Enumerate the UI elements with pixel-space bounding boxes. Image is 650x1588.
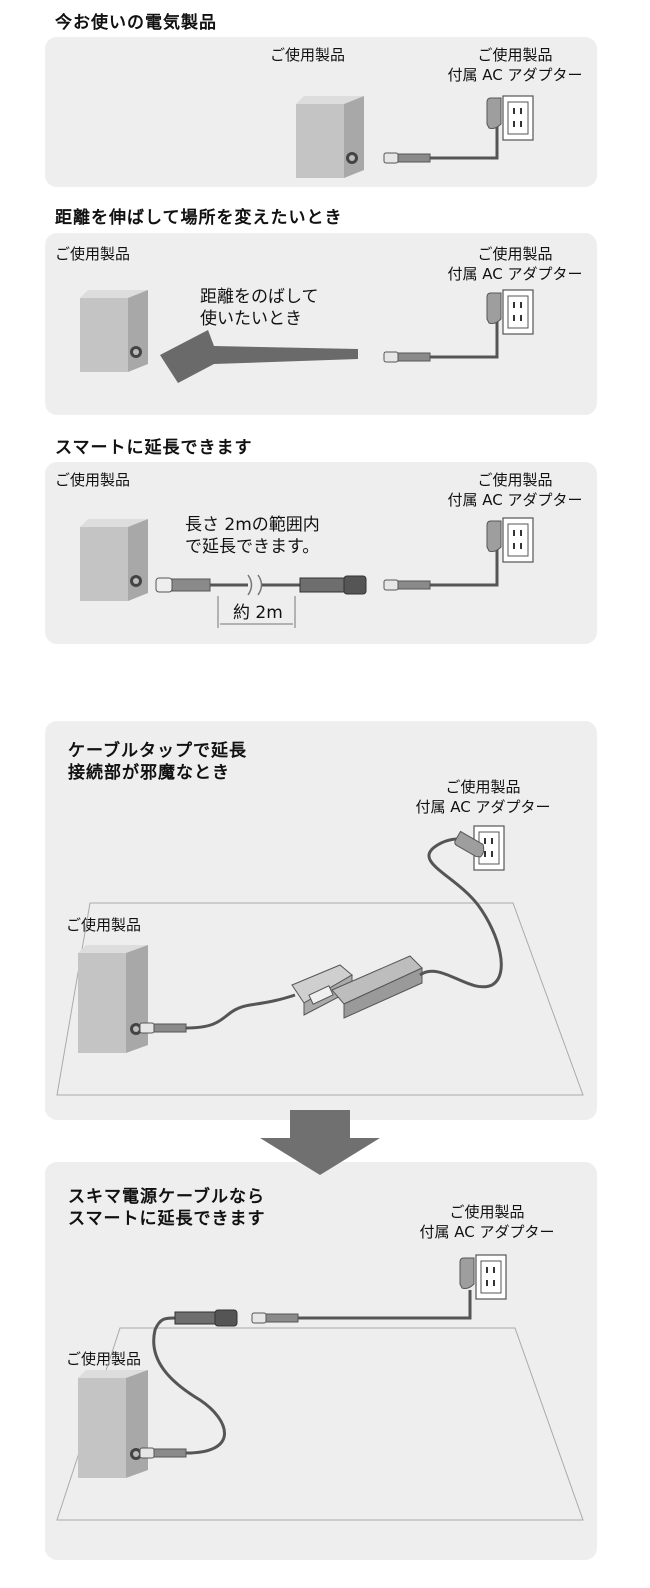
section2-product-label: ご使用製品: [55, 245, 131, 263]
section5-panel: [45, 1162, 597, 1560]
section5-product-box: [78, 1370, 148, 1478]
section5-cable: [152, 1316, 226, 1455]
section4-cable-tap: [291, 955, 423, 1019]
section5-adapter: [459, 1257, 475, 1289]
section1-outlet: [502, 95, 534, 141]
section1-plug: [383, 152, 431, 164]
section2-plug: [383, 351, 431, 363]
section5-heading: スキマ電源ケーブルなら スマートに延長できます: [68, 1187, 266, 1229]
section3-adapter-label: ご使用製品 付属 AC アダプター: [447, 471, 583, 509]
section1-product-label: ご使用製品: [270, 46, 346, 64]
section2-heading: 距離を伸ばして場所を変えたいとき: [55, 208, 343, 228]
section3-product-label: ご使用製品: [55, 471, 131, 489]
section3-adapter: [486, 520, 502, 552]
section4-product-label: ご使用製品: [66, 916, 142, 934]
section5-adapter-plug: [251, 1312, 299, 1324]
section2-cable: [430, 318, 499, 359]
section4-heading: ケーブルタップで延長 接続部が邪魔なとき: [68, 741, 247, 783]
section3-product-box: [80, 519, 148, 601]
section2-adapter: [486, 292, 502, 324]
section4-adapter-cable: [419, 837, 503, 989]
section5-connector: [174, 1309, 238, 1327]
section2-arrow: [160, 330, 358, 383]
section2-note: 距離をのばして 使いたいとき: [200, 287, 319, 329]
section5-plug: [139, 1447, 187, 1459]
section3-heading: スマートに延長できます: [55, 438, 253, 458]
section3-note: 長さ 2mの範囲内 で延長できます。: [185, 515, 320, 557]
section5-product-label: ご使用製品: [66, 1350, 142, 1368]
section5-adapter-label: ご使用製品 付属 AC アダプター: [419, 1203, 555, 1241]
section1-adapter: [486, 97, 502, 129]
section4-floor: [56, 902, 584, 1096]
section3-length-label: 約 2m: [233, 603, 283, 623]
section4-panel: [45, 721, 597, 1120]
section3-plug: [383, 579, 431, 591]
section2-outlet: [502, 289, 534, 335]
section2-adapter-label: ご使用製品 付属 AC アダプター: [447, 245, 583, 283]
section4-adapter-label: ご使用製品 付属 AC アダプター: [415, 778, 551, 816]
section1-product-box: [296, 96, 364, 178]
section4-product-box: [78, 945, 148, 1053]
section5-outlet: [475, 1254, 507, 1300]
section5-adapter-cable: [298, 1290, 472, 1320]
section4-plug: [139, 1022, 187, 1034]
section1-adapter-label: ご使用製品 付属 AC アダプター: [447, 46, 583, 84]
section2-product-box: [80, 290, 148, 372]
section3-extension-cable: [155, 574, 367, 628]
section4-cable-to-tap: [185, 993, 296, 1030]
section1-cable: [430, 120, 499, 160]
down-arrow: [260, 1110, 380, 1175]
section3-outlet: [502, 517, 534, 563]
section1-heading: 今お使いの電気製品: [55, 13, 217, 33]
section3-cable: [430, 548, 499, 587]
